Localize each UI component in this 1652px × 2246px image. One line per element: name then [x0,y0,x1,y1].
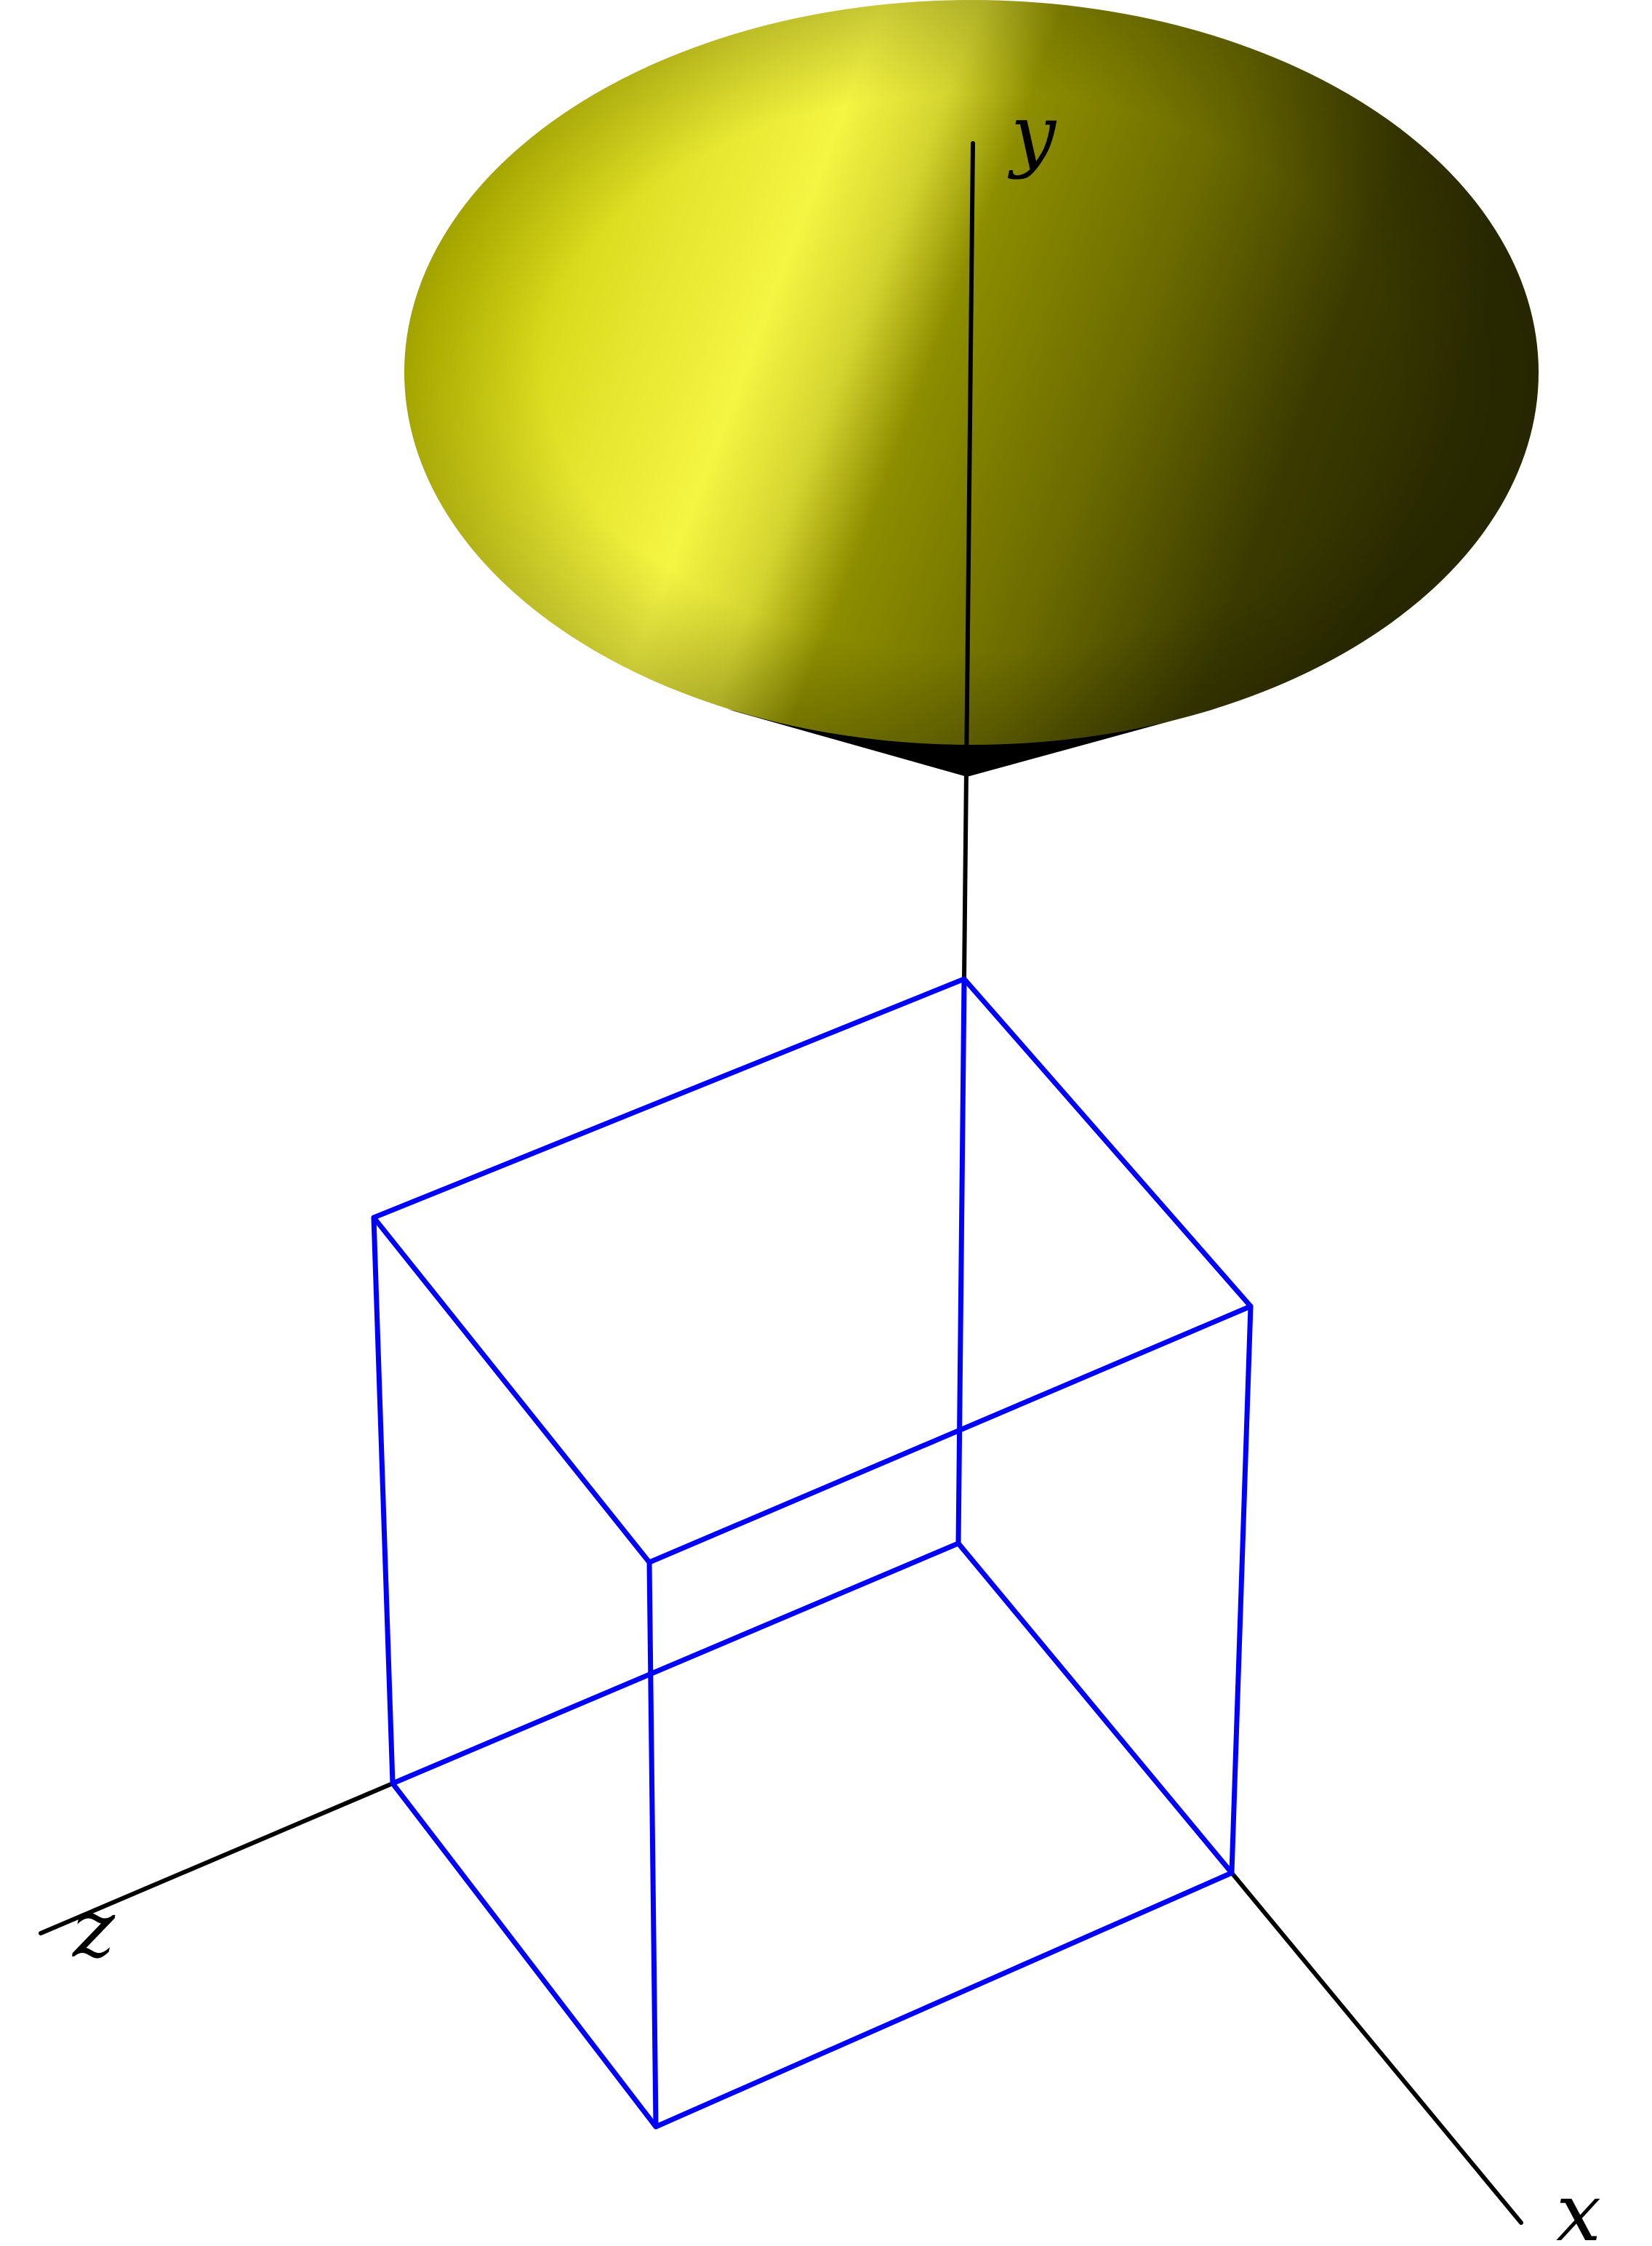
cube-top-face [371,976,1254,1565]
x-axis-line [1230,1871,1523,2225]
cube-edge-back [955,976,967,1546]
cube-edge-left [371,1215,396,1786]
cube-edge-front [646,1559,659,2130]
z-axis-line [39,1781,395,1935]
y-axis-line [962,141,975,981]
cube-edge-right [1229,1303,1254,1876]
x-axis-label: x [1556,2166,1601,2246]
z-axis-label: z [71,1882,116,1975]
y-axis-label: y [1007,87,1057,180]
blue-wireframe-cube [371,976,1254,2130]
cube-bottom-face [390,1540,1235,2130]
